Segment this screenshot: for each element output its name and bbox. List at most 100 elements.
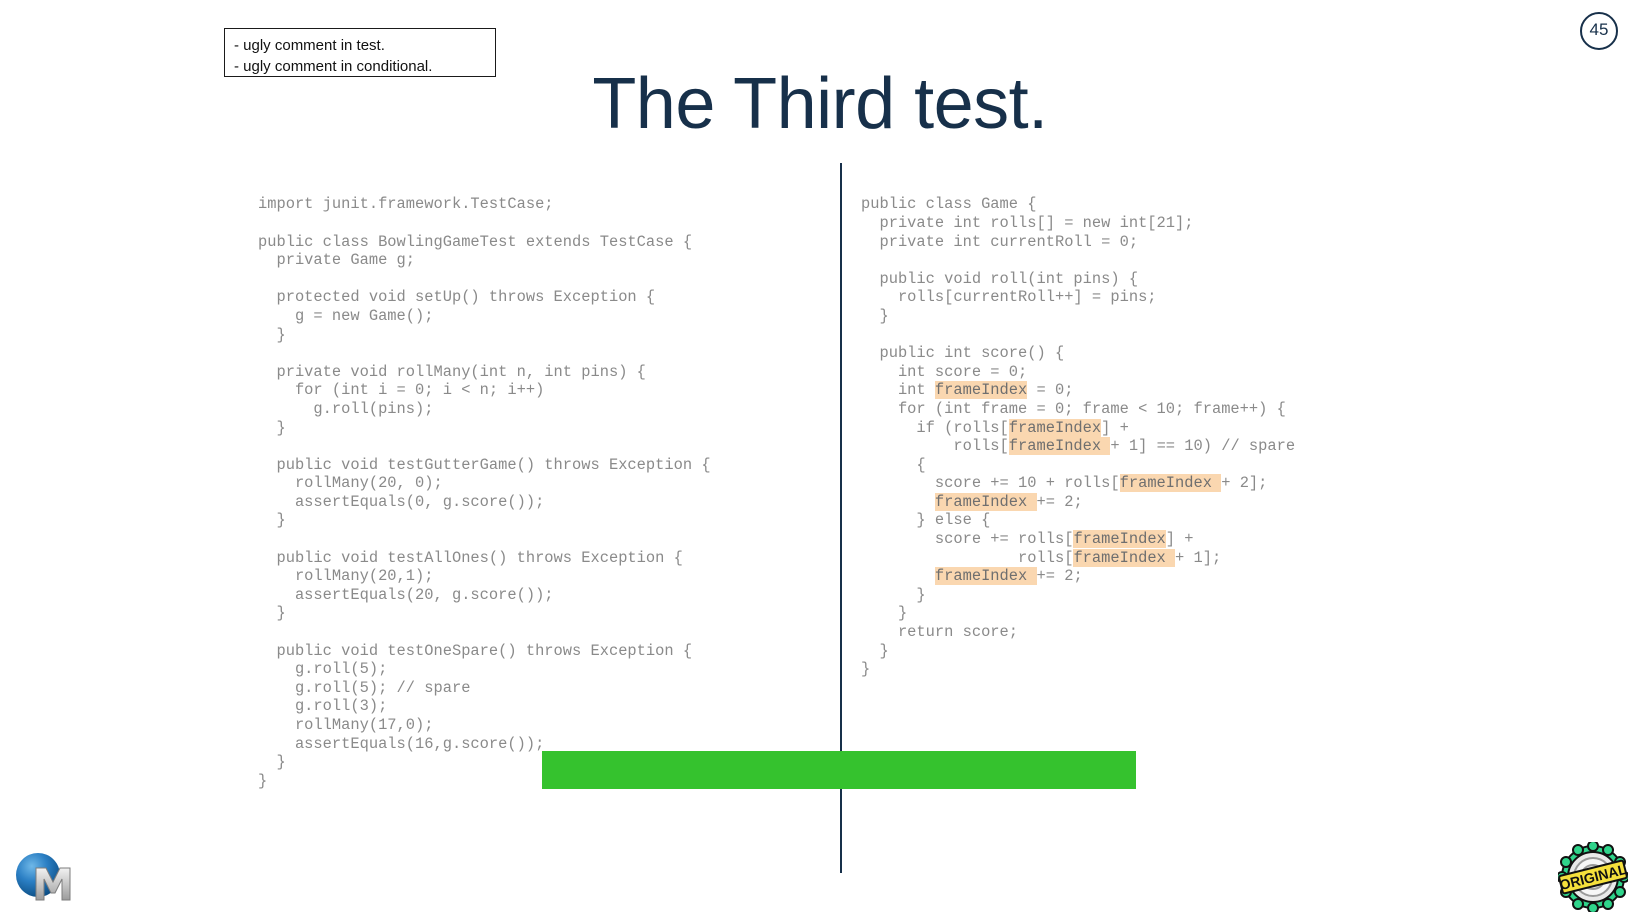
code-line: public class BowlingGameTest extends Tes…: [258, 232, 693, 251]
highlighted-token: frameIndex: [934, 381, 1028, 400]
code-text: }: [861, 641, 889, 660]
code-line: rollMany(20, 0);: [258, 474, 443, 493]
code-line: [258, 270, 711, 289]
highlighted-token: frameIndex: [1073, 548, 1176, 567]
highlighted-token: frameIndex: [934, 567, 1037, 586]
code-line: return score;: [861, 623, 1295, 642]
code-text: ] +: [1101, 418, 1129, 437]
code-line: rolls[frameIndex + 1] == 10) // spare: [861, 437, 1295, 456]
code-block-game: public class Game { private int rolls[] …: [861, 195, 1295, 678]
code-line: int frameIndex = 0;: [861, 381, 1295, 400]
code-line: score += rolls[frameIndex] +: [861, 530, 1295, 549]
code-line: [258, 344, 711, 363]
code-text: }: [861, 306, 889, 325]
page-title: The Third test.: [592, 64, 1048, 144]
code-line: [861, 326, 1295, 345]
vertical-divider: [840, 163, 842, 873]
code-line: private int rolls[] = new int[21];: [861, 214, 1295, 233]
code-text: }: [861, 660, 871, 679]
highlighted-token: frameIndex: [1119, 474, 1222, 493]
code-text: }: [861, 585, 926, 604]
code-line: private int currentRoll = 0;: [861, 233, 1295, 252]
code-line: [258, 214, 711, 233]
code-line: g.roll(5);: [258, 660, 388, 679]
code-text: rolls[: [861, 437, 1009, 456]
code-line: private void rollMany(int n, int pins) {: [258, 362, 646, 381]
code-line: rolls[currentRoll++] = pins;: [861, 288, 1295, 307]
original-stamp-badge: ORIGINAL: [1556, 840, 1630, 914]
code-line: protected void setUp() throws Exception …: [258, 288, 656, 307]
code-line: frameIndex += 2;: [861, 567, 1295, 586]
code-line: } else {: [861, 511, 1295, 530]
code-line: [258, 530, 711, 549]
code-line: g = new Game();: [258, 306, 434, 325]
code-line: int score = 0;: [861, 363, 1295, 382]
code-text: score += rolls[: [861, 530, 1074, 549]
code-text: score += 10 + rolls[: [861, 474, 1120, 493]
code-text: }: [861, 604, 908, 623]
code-line: }: [861, 660, 1295, 679]
code-text: {: [861, 455, 926, 474]
green-progress-bar: [542, 751, 1136, 789]
code-text: private int rolls[] = new int[21];: [861, 213, 1194, 232]
code-text: ] +: [1165, 530, 1194, 549]
code-line: rollMany(20,1);: [258, 567, 434, 586]
code-text: [861, 567, 935, 585]
code-line: }: [258, 418, 286, 437]
code-line: }: [258, 325, 286, 344]
code-line: import junit.framework.TestCase;: [258, 195, 554, 214]
code-line: [861, 251, 1295, 270]
code-text: rolls[currentRoll++] = pins;: [861, 288, 1157, 307]
code-line: public void roll(int pins) {: [861, 270, 1295, 289]
highlighted-token: frameIndex: [1008, 418, 1102, 437]
code-text: for (int frame = 0; frame < 10; frame++)…: [861, 399, 1286, 418]
code-text: public int score() {: [861, 344, 1065, 363]
code-text: } else {: [861, 511, 991, 530]
highlighted-token: frameIndex: [1008, 437, 1111, 456]
code-line: for (int i = 0; i < n; i++): [258, 381, 545, 400]
code-line: }: [861, 307, 1295, 326]
page-number-badge: 45: [1580, 12, 1618, 50]
code-line: assertEquals(0, g.score());: [258, 492, 545, 511]
code-block-test: import junit.framework.TestCase; public …: [258, 195, 711, 790]
code-text: rolls[: [861, 548, 1074, 567]
code-text: + 2];: [1221, 474, 1268, 493]
code-line: }: [861, 586, 1295, 605]
code-line: g.roll(pins);: [258, 399, 434, 418]
blue-sphere-m-logo: [12, 846, 78, 910]
code-text: public void roll(int pins) {: [861, 269, 1139, 288]
highlighted-token: frameIndex: [934, 492, 1037, 511]
code-text: int: [861, 381, 935, 400]
code-line: private Game g;: [258, 251, 416, 270]
code-text: += 2;: [1036, 492, 1083, 511]
code-line: public void testGutterGame() throws Exce…: [258, 455, 711, 474]
code-text: += 2;: [1036, 567, 1083, 586]
code-text: public class Game {: [861, 195, 1037, 214]
code-line: public class Game {: [861, 195, 1295, 214]
code-text: [861, 493, 935, 511]
code-text: = 0;: [1027, 381, 1074, 400]
code-line: }: [258, 771, 268, 790]
code-line: {: [861, 456, 1295, 475]
code-line: score += 10 + rolls[frameIndex + 2];: [861, 474, 1295, 493]
code-line: rollMany(17,0);: [258, 716, 434, 735]
code-line: g.roll(3);: [258, 697, 388, 716]
code-line: [258, 623, 711, 642]
note-line: - ugly comment in conditional.: [234, 58, 433, 75]
code-text: int score = 0;: [861, 362, 1028, 381]
code-text: private int currentRoll = 0;: [861, 232, 1139, 251]
code-line: [258, 437, 711, 456]
code-line: g.roll(5); // spare: [258, 678, 471, 697]
code-line: frameIndex += 2;: [861, 492, 1295, 512]
code-line: for (int frame = 0; frame < 10; frame++)…: [861, 400, 1295, 419]
code-line: if (rolls[frameIndex] +: [861, 418, 1295, 438]
code-line: }: [258, 753, 286, 772]
code-line: public void testOneSpare() throws Except…: [258, 641, 693, 660]
code-text: + 1];: [1175, 548, 1222, 567]
code-line: }: [258, 604, 286, 623]
code-line: }: [861, 604, 1295, 623]
code-text: if (rolls[: [861, 418, 1009, 437]
code-text: + 1] == 10) // spare: [1110, 437, 1296, 456]
code-line: public void testAllOnes() throws Excepti…: [258, 548, 683, 567]
